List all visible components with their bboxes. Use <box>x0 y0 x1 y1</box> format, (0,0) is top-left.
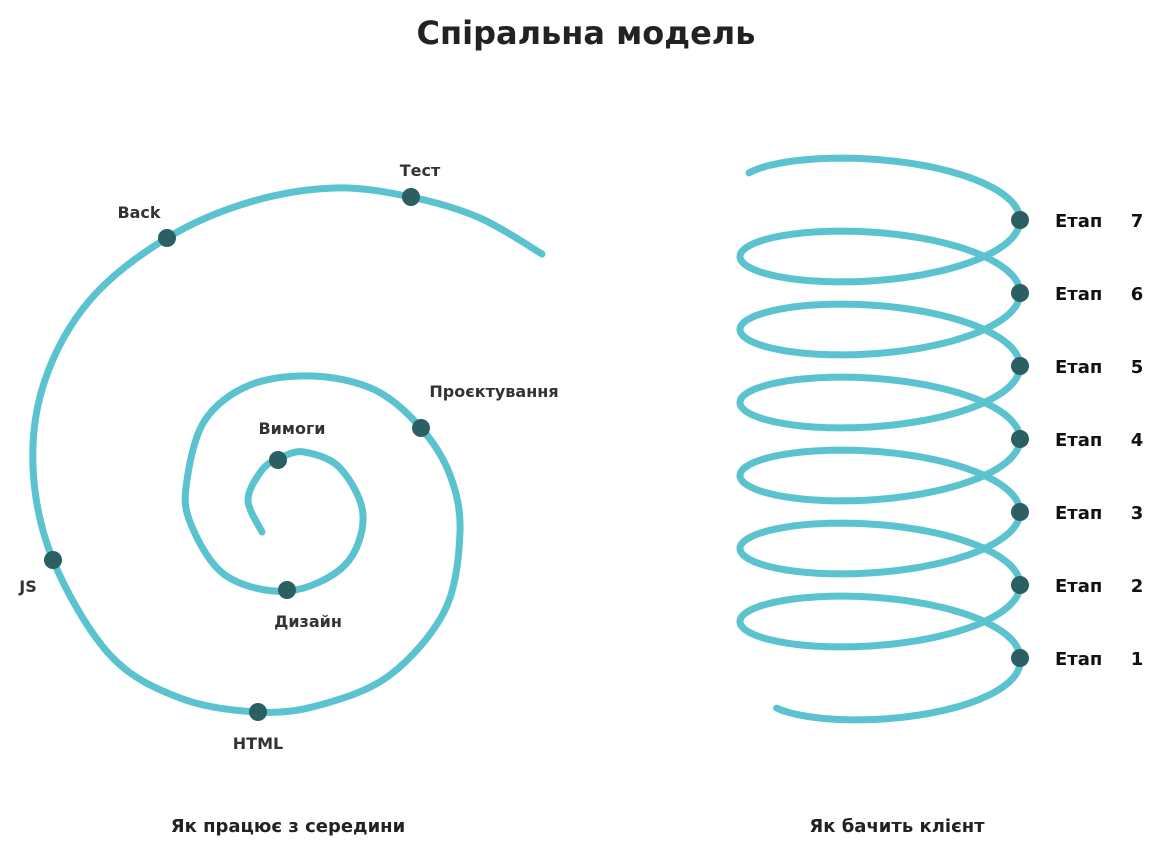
spiral-curve <box>29 184 546 716</box>
stage-number-1: 1 <box>1131 649 1144 670</box>
stage-dot-5 <box>1011 357 1029 375</box>
stage-dot-7 <box>1011 211 1029 229</box>
label-html: HTML <box>233 734 283 753</box>
stage-dot-6 <box>1011 284 1029 302</box>
stage-word-5: Етап <box>1055 357 1102 378</box>
left-caption: Як працює з середини <box>171 816 405 837</box>
milestone-dot-vymohy <box>269 451 287 469</box>
stage-word-7: Етап <box>1055 211 1102 232</box>
right-caption: Як бачить клієнт <box>809 816 985 837</box>
label-vymohy: Вимоги <box>258 419 325 438</box>
label-js: JS <box>18 577 36 596</box>
milestone-dot-test <box>402 188 420 206</box>
milestone-dot-js <box>44 551 62 569</box>
stage-word-2: Етап <box>1055 576 1102 597</box>
diagram-title: Спіральна модель <box>417 14 756 52</box>
stage-dot-3 <box>1011 503 1029 521</box>
stage-word-4: Етап <box>1055 430 1102 451</box>
stage-word-6: Етап <box>1055 284 1102 305</box>
stage-number-3: 3 <box>1131 503 1144 524</box>
stage-word-1: Етап <box>1055 649 1102 670</box>
stage-number-2: 2 <box>1131 576 1144 597</box>
stage-word-3: Етап <box>1055 503 1102 524</box>
label-back: Back <box>117 203 160 222</box>
label-dyzain: Дизайн <box>274 612 342 631</box>
label-test: Тест <box>400 161 441 180</box>
milestone-dot-proektuvannia <box>412 419 430 437</box>
label-proektuvannia: Проєктування <box>429 382 558 401</box>
helix-curve <box>736 154 1024 724</box>
stage-dot-1 <box>1011 649 1029 667</box>
milestone-dot-back <box>158 229 176 247</box>
stage-dot-4 <box>1011 430 1029 448</box>
stage-number-5: 5 <box>1131 357 1144 378</box>
stage-dot-2 <box>1011 576 1029 594</box>
stage-number-4: 4 <box>1131 430 1144 451</box>
inner-spiral-diagram: Вимоги Дизайн Проєктування HTML JS Back … <box>18 161 558 837</box>
stage-number-7: 7 <box>1131 211 1144 232</box>
stage-number-6: 6 <box>1131 284 1144 305</box>
milestone-dot-html <box>249 703 267 721</box>
milestone-dot-dyzain <box>278 581 296 599</box>
